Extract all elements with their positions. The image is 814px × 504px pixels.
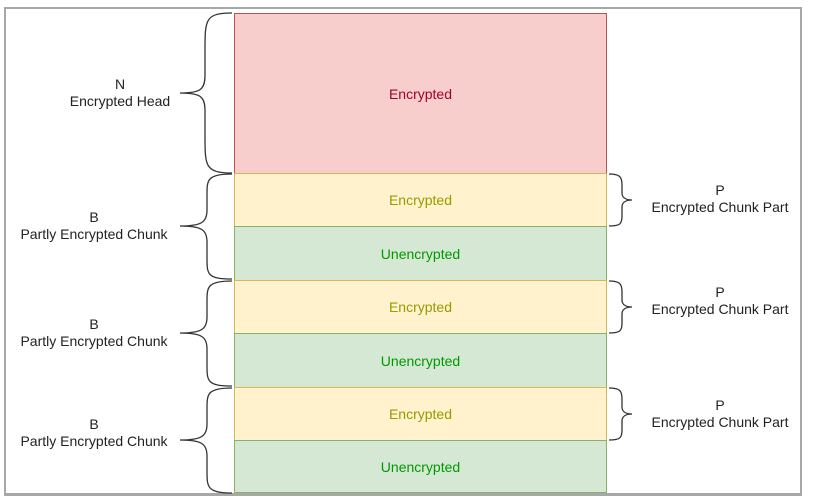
left-brace-icon bbox=[179, 280, 233, 387]
label-partly-encrypted-chunk-1: B Partly Encrypted Chunk bbox=[8, 209, 180, 243]
left-brace-icon bbox=[179, 12, 233, 174]
block-label: Unencrypted bbox=[380, 245, 461, 262]
label-symbol: B bbox=[89, 316, 99, 332]
encrypted-head-block: Encrypted bbox=[234, 13, 607, 174]
label-symbol: P bbox=[715, 397, 725, 413]
label-partly-encrypted-chunk-3: B Partly Encrypted Chunk bbox=[8, 416, 180, 450]
block-label: Encrypted bbox=[388, 85, 453, 102]
block-label: Encrypted bbox=[388, 299, 453, 315]
right-brace-icon bbox=[608, 387, 633, 441]
label-text: Encrypted Chunk Part bbox=[651, 301, 789, 317]
label-encrypted-chunk-part-3: P Encrypted Chunk Part bbox=[638, 397, 802, 431]
label-encrypted-chunk-part-2: P Encrypted Chunk Part bbox=[638, 284, 802, 318]
label-text: Partly Encrypted Chunk bbox=[20, 333, 168, 349]
label-encrypted-head: N Encrypted Head bbox=[40, 76, 200, 110]
label-text: Partly Encrypted Chunk bbox=[20, 433, 168, 449]
label-encrypted-chunk-part-1: P Encrypted Chunk Part bbox=[638, 182, 802, 216]
label-symbol: P bbox=[715, 182, 725, 198]
label-text: Encrypted Chunk Part bbox=[651, 414, 789, 430]
label-symbol: B bbox=[89, 209, 99, 225]
right-brace-icon bbox=[608, 173, 633, 227]
block-label: Encrypted bbox=[388, 406, 453, 422]
encrypted-chunk-part-block-1: Encrypted bbox=[234, 173, 607, 227]
unencrypted-block-3: Unencrypted bbox=[234, 440, 607, 493]
block-label: Unencrypted bbox=[380, 458, 461, 475]
right-brace-icon bbox=[608, 280, 633, 334]
label-text: Partly Encrypted Chunk bbox=[20, 226, 168, 242]
label-symbol: P bbox=[715, 284, 725, 300]
label-symbol: B bbox=[89, 416, 99, 432]
label-partly-encrypted-chunk-2: B Partly Encrypted Chunk bbox=[8, 316, 180, 350]
label-symbol: N bbox=[114, 76, 126, 92]
left-brace-icon bbox=[179, 387, 233, 494]
encrypted-chunk-part-block-3: Encrypted bbox=[234, 387, 607, 441]
label-text: Encrypted Chunk Part bbox=[651, 199, 789, 215]
left-brace-icon bbox=[179, 173, 233, 280]
block-label: Unencrypted bbox=[380, 352, 461, 369]
label-text: Encrypted Head bbox=[69, 93, 171, 109]
unencrypted-block-2: Unencrypted bbox=[234, 333, 607, 388]
block-label: Encrypted bbox=[388, 192, 453, 208]
